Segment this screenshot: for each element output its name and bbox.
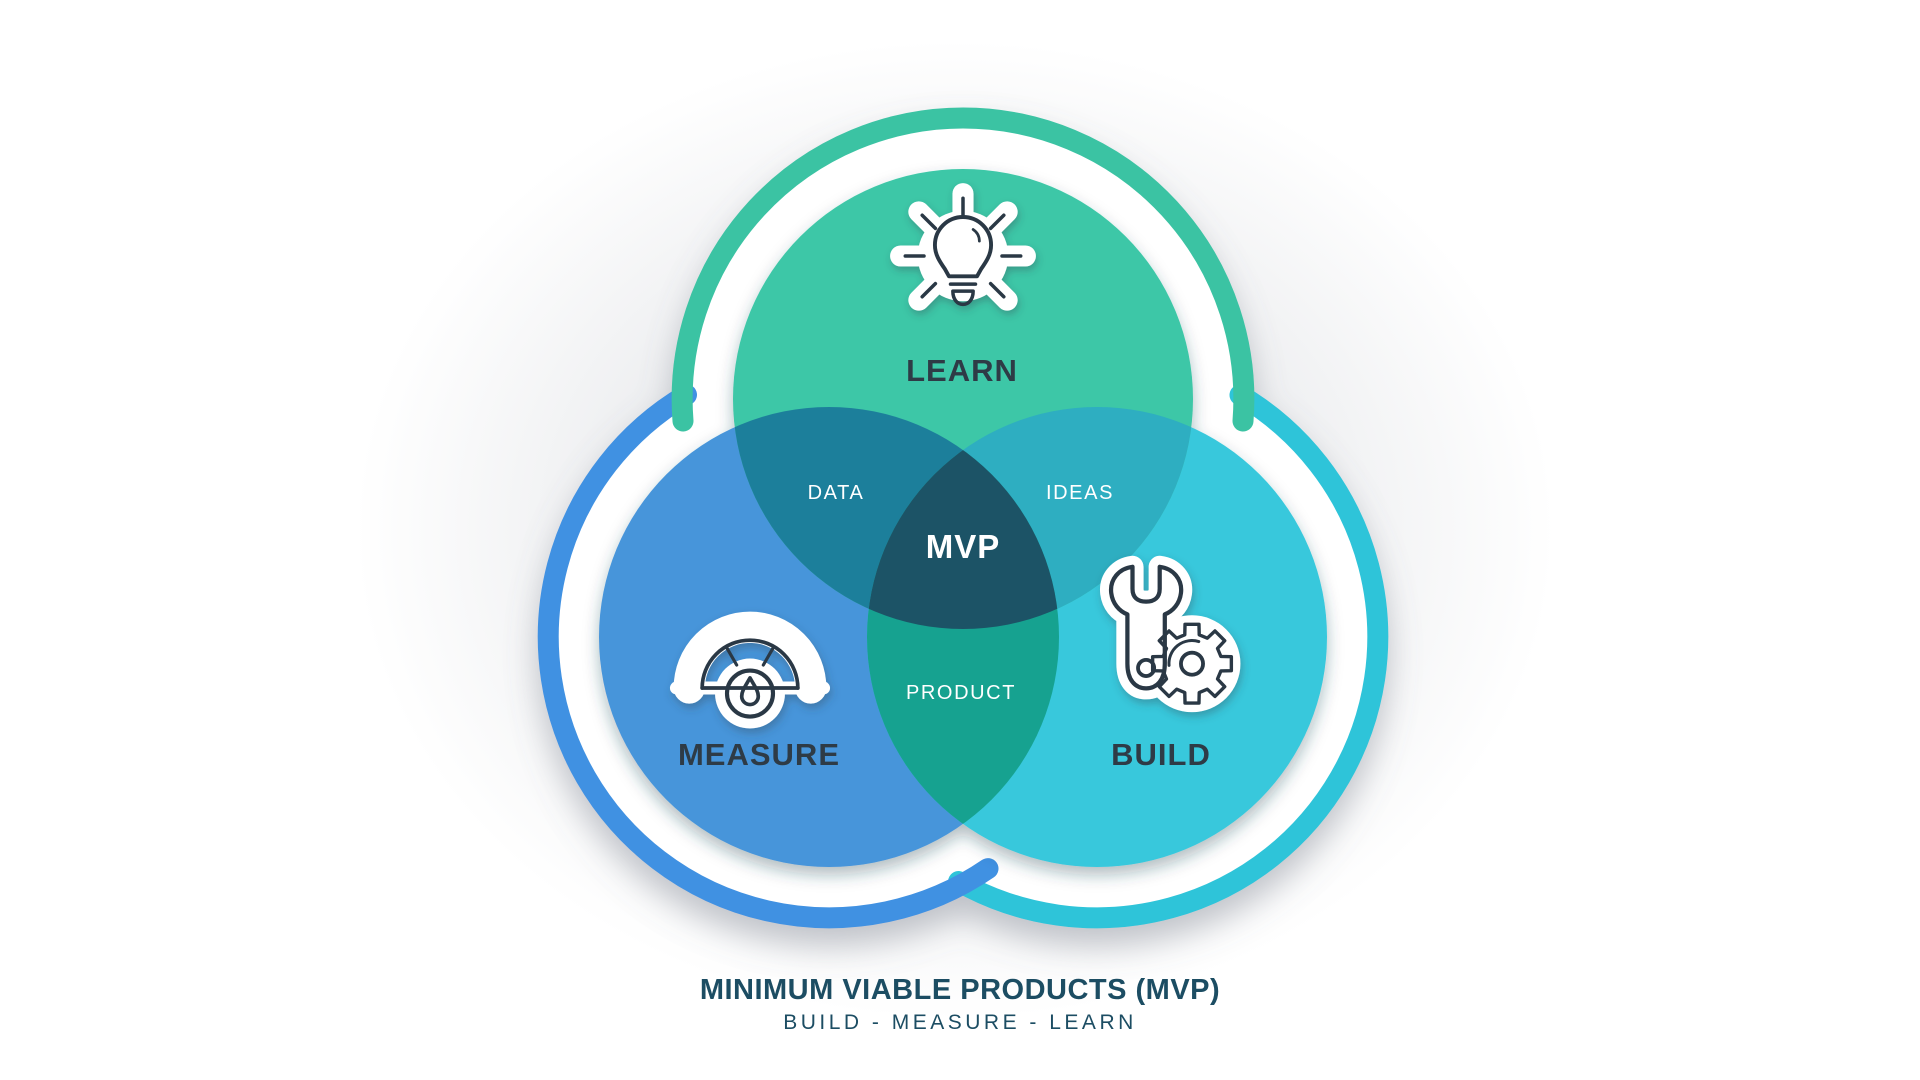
page-subtitle: BUILD - MEASURE - LEARN: [783, 1011, 1137, 1034]
learn-ring-arc: [671, 107, 1255, 432]
gauge-divider-right: [761, 644, 776, 667]
mvp-label: MVP: [926, 528, 1001, 565]
learn-label: LEARN: [906, 353, 1018, 388]
product-label: PRODUCT: [906, 682, 1016, 704]
gauge-icon: [669, 611, 831, 729]
lightbulb-icon: [890, 183, 1036, 311]
build-label: BUILD: [1111, 737, 1211, 772]
lightbulb-ray-ticks: [903, 196, 1023, 299]
wrench-gear-icon: [1100, 555, 1241, 713]
measure-label: MEASURE: [678, 737, 840, 772]
data-label: DATA: [808, 482, 865, 504]
wrench-body: [1108, 564, 1184, 691]
gear-arc-detail: [1167, 639, 1201, 667]
bulb-base-cap: [951, 289, 975, 307]
gauge-blob-arc: [673, 611, 827, 704]
gauge-fan-arc: [700, 638, 800, 690]
lens-center: [867, 407, 1059, 629]
gear-hole: [1179, 650, 1205, 677]
build-ring-arc: [948, 384, 1389, 929]
page-title: MINIMUM VIABLE PRODUCTS (MVP): [700, 974, 1220, 1006]
circles-group: [599, 169, 1327, 867]
wrench-hole: [1136, 657, 1157, 678]
measure-ring-arc: [537, 384, 999, 929]
lens-center-inner: [867, 407, 1059, 629]
gauge-needle-drop: [739, 676, 761, 707]
gauge-hub-circle: [724, 668, 776, 719]
lightbulb-blob: [917, 210, 1009, 302]
bulb-highlight: [971, 228, 981, 243]
bulb-glass: [932, 215, 994, 279]
lens-center-fill: [867, 407, 1059, 629]
ideas-label: IDEAS: [1046, 482, 1114, 504]
gauge-divider-left: [724, 644, 739, 667]
